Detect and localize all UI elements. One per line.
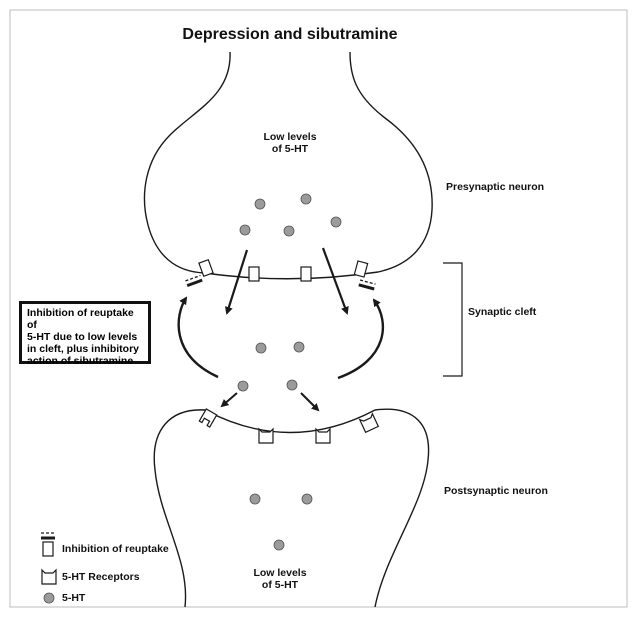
postsynaptic-receptor <box>258 427 274 444</box>
postsynaptic-levels-line1: Low levels <box>253 567 307 579</box>
presynaptic-transporter <box>300 266 312 282</box>
5ht-molecule <box>283 225 295 237</box>
legend-label-5ht: 5-HT <box>62 592 86 604</box>
5ht-molecule <box>330 216 342 228</box>
inhibition-of-reuptake-icon <box>41 532 55 557</box>
presynaptic-neuron-membrane <box>143 51 433 280</box>
presynaptic-transporter-left <box>198 258 214 278</box>
callout-line: Inhibition of reuptake of <box>27 307 134 331</box>
postsynaptic-receptor <box>198 408 218 428</box>
5ht-molecule <box>286 379 298 391</box>
figure-border <box>9 9 628 608</box>
5ht-molecule <box>301 493 313 505</box>
postsynaptic-levels-line2: of 5-HT <box>261 579 299 591</box>
5ht-molecule <box>237 380 249 392</box>
release-arrow-right <box>321 247 349 315</box>
5ht-molecule <box>239 224 251 236</box>
5ht-receptor-icon <box>41 568 57 585</box>
postsynaptic-levels-label: Low levels of 5-HT <box>245 567 315 591</box>
presynaptic-neuron-label: Presynaptic neuron <box>446 181 545 193</box>
release-arrow-left <box>225 249 249 315</box>
5ht-molecule <box>300 193 312 205</box>
5ht-molecule-icon <box>43 592 55 604</box>
postsynaptic-receptor <box>315 427 331 444</box>
presynaptic-levels-line2: of 5-HT <box>271 143 309 155</box>
reuptake-arrow-right <box>337 298 385 380</box>
reuptake-inhibition-callout: Inhibition of reuptake of 5-HT due to lo… <box>19 301 151 367</box>
binding-arrow-right <box>300 392 320 412</box>
5ht-molecule <box>249 493 261 505</box>
presynaptic-transporter <box>248 266 260 282</box>
callout-line: in cleft, plus inhibitory <box>27 343 140 355</box>
legend-label-inhibition: Inhibition of reuptake <box>62 543 169 555</box>
5ht-molecule <box>255 342 267 354</box>
reuptake-arrow-left <box>177 296 219 379</box>
5ht-molecule <box>254 198 266 210</box>
postsynaptic-receptor <box>358 412 380 434</box>
5ht-molecule <box>293 341 305 353</box>
presynaptic-transporter-right <box>353 260 369 278</box>
presynaptic-levels-label: Low levels of 5-HT <box>255 131 325 155</box>
inhibition-marker-left <box>185 274 203 288</box>
postsynaptic-neuron-label: Postsynaptic neuron <box>444 485 548 497</box>
postsynaptic-neuron-membrane <box>153 408 430 608</box>
legend-label-receptors: 5-HT Receptors <box>62 571 140 583</box>
synaptic-cleft-bracket <box>443 262 463 377</box>
5ht-molecule <box>273 539 285 551</box>
diagram-title: Depression and sibutramine <box>182 26 398 43</box>
synaptic-cleft-label: Synaptic cleft <box>468 306 537 318</box>
inhibition-marker-right <box>358 279 376 291</box>
callout-line: action of sibutramine <box>27 355 134 367</box>
presynaptic-levels-line1: Low levels <box>263 131 317 143</box>
callout-line: 5-HT due to low levels <box>27 331 138 343</box>
binding-arrow-left <box>220 392 238 408</box>
